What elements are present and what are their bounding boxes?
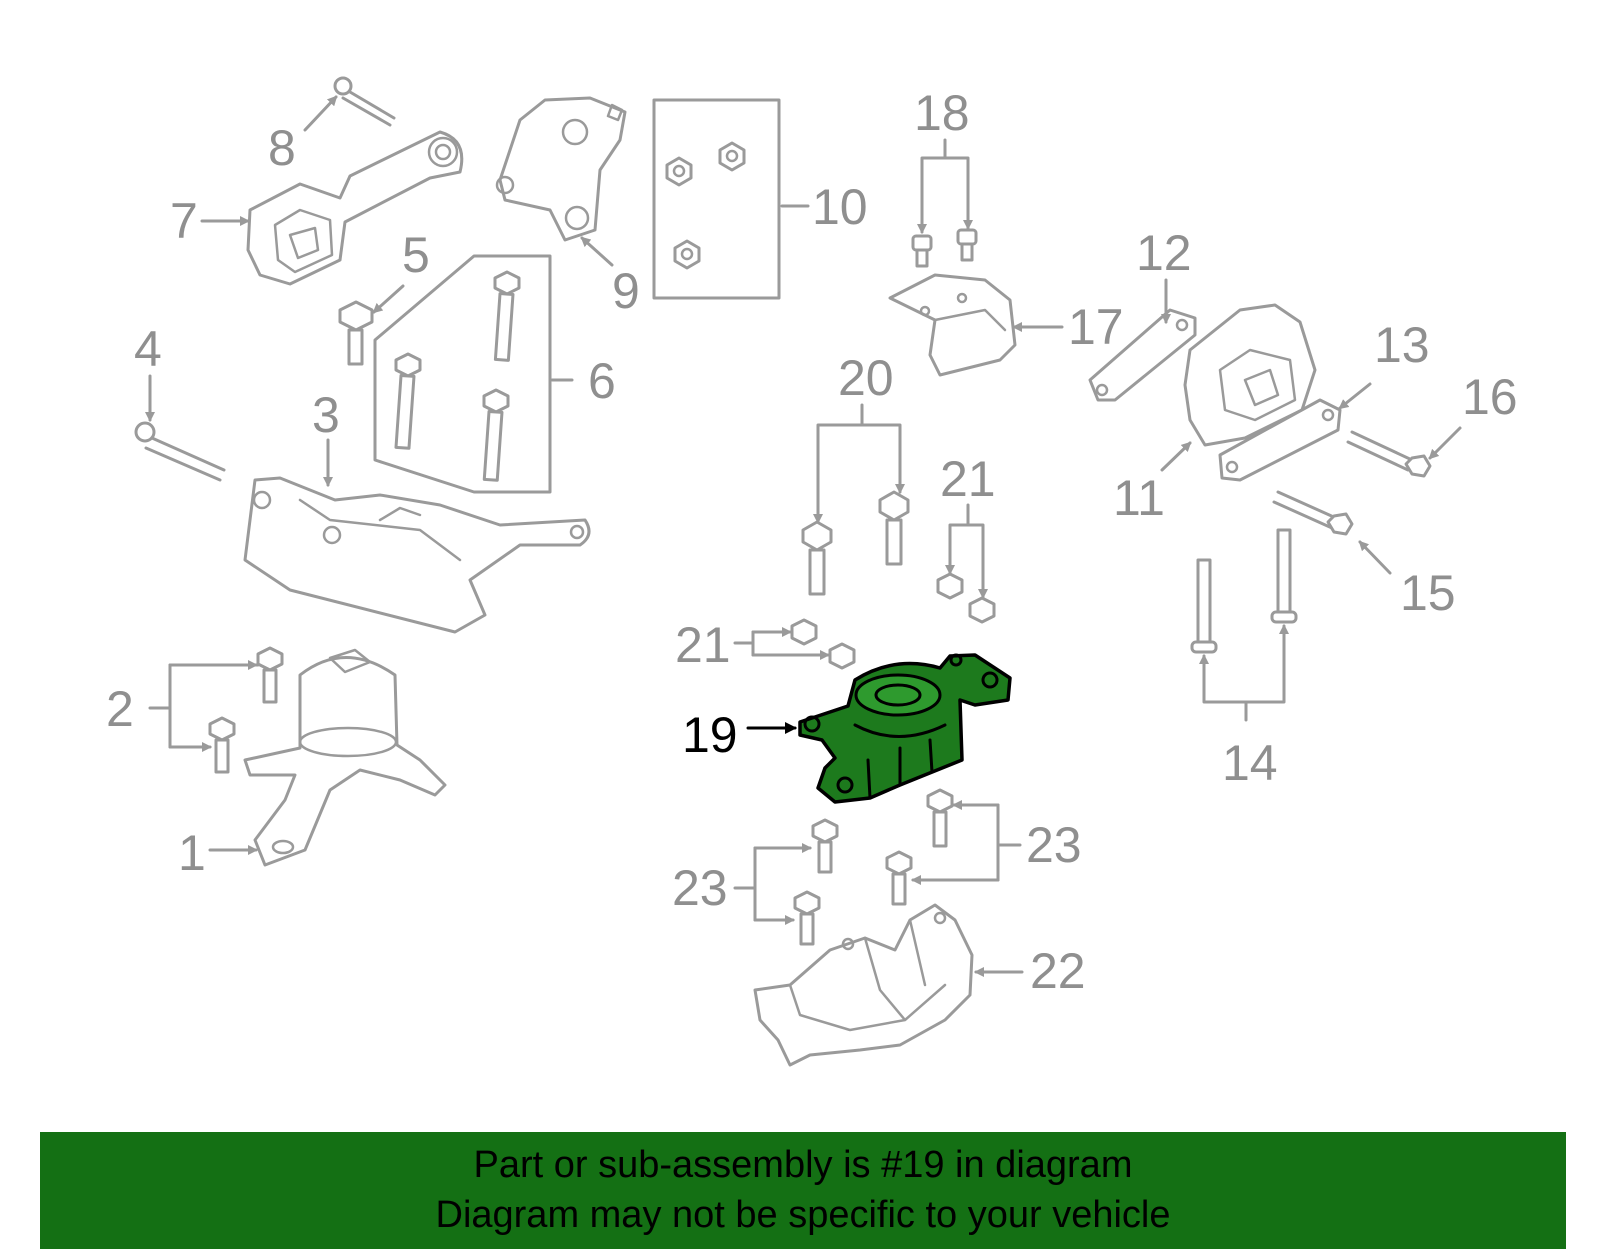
callout-22: 22 [1030, 943, 1086, 999]
part-15-bolt [1272, 490, 1354, 536]
part-8-bolt [333, 76, 396, 127]
callout-23-left: 23 [672, 860, 728, 916]
part-17-bracket [888, 273, 1017, 377]
part-21-nuts-upper [936, 572, 996, 624]
callout-23-right: 23 [1026, 817, 1082, 873]
callout-3: 3 [312, 387, 340, 443]
part-3-support-bracket [243, 476, 591, 634]
callout-8: 8 [268, 120, 296, 176]
part-18-bolts [911, 228, 978, 268]
callout-10: 10 [812, 179, 868, 235]
callout-13: 13 [1374, 317, 1430, 373]
leader-lines [145, 95, 1462, 977]
part-21-nuts-lower [790, 618, 856, 670]
callout-6: 6 [588, 353, 616, 409]
callout-16: 16 [1462, 369, 1518, 425]
callout-labels: 8 7 9 10 5 6 4 3 2 1 18 17 12 13 16 11 1… [106, 85, 1518, 999]
part-7-torque-rod-mount [246, 130, 464, 286]
part-1-engine-mount [243, 648, 447, 867]
callout-7: 7 [170, 193, 198, 249]
callout-15: 15 [1400, 565, 1456, 621]
callout-18: 18 [914, 85, 970, 141]
part-4-bolt [134, 421, 226, 482]
part-9-bracket [495, 96, 627, 242]
callout-4: 4 [134, 321, 162, 377]
part-info-banner: Part or sub-assembly is #19 in diagram D… [40, 1132, 1566, 1249]
callout-1: 1 [178, 825, 206, 881]
callout-11: 11 [1113, 470, 1165, 526]
part-12-bracket [1088, 308, 1197, 402]
part-2-bolts [208, 646, 284, 774]
callout-21-lower: 21 [675, 617, 731, 673]
callout-21-upper: 21 [940, 451, 996, 507]
banner-line-2: Diagram may not be specific to your vehi… [435, 1194, 1171, 1236]
part-13-bracket [1218, 398, 1342, 482]
part-20-bolts [801, 490, 910, 596]
part-14-studs [1190, 528, 1298, 654]
part-16-bolt [1346, 430, 1432, 478]
callout-17: 17 [1068, 299, 1124, 355]
callout-20: 20 [838, 350, 894, 406]
callout-14: 14 [1222, 735, 1278, 791]
part-6-bolt-set [373, 254, 552, 494]
part-10-nut-set [652, 98, 781, 300]
part-19-transmission-mount-highlighted [798, 653, 1012, 804]
callout-2: 2 [106, 681, 134, 737]
callout-12: 12 [1136, 225, 1192, 281]
callout-9: 9 [612, 263, 640, 319]
part-5-bolt [338, 300, 374, 366]
callout-5: 5 [402, 227, 430, 283]
callout-19: 19 [682, 707, 738, 763]
part-22-bracket [753, 903, 974, 1067]
banner-line-1: Part or sub-assembly is #19 in diagram [473, 1144, 1133, 1186]
